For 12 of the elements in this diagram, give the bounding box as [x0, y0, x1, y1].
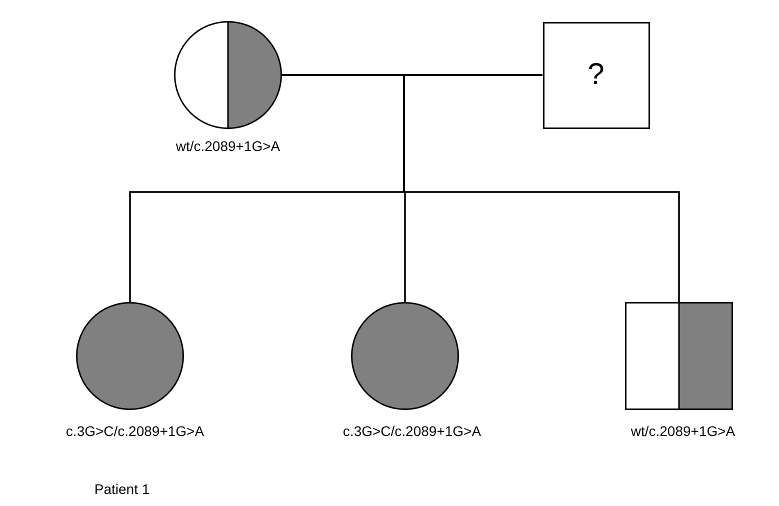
genotype-label: wt/c.2089+1G>A [630, 423, 736, 439]
pedigree-circle [76, 302, 184, 410]
pedigree-circle [351, 302, 459, 410]
genotype-label: wt/c.2089+1G>A [176, 138, 280, 154]
pedigree-circle [174, 21, 282, 129]
descent-line [403, 74, 680, 302]
pedigree-square [542, 22, 650, 128]
pedigree-square [625, 302, 733, 410]
genotype-label: c.3G>C/c.2089+1G>A [66, 423, 204, 439]
patient-label: Patient 1 [94, 481, 150, 497]
genotype-label: c.3G>C/c.2089+1G>A [342, 423, 482, 439]
unknown-status-mark: ? [588, 58, 604, 92]
